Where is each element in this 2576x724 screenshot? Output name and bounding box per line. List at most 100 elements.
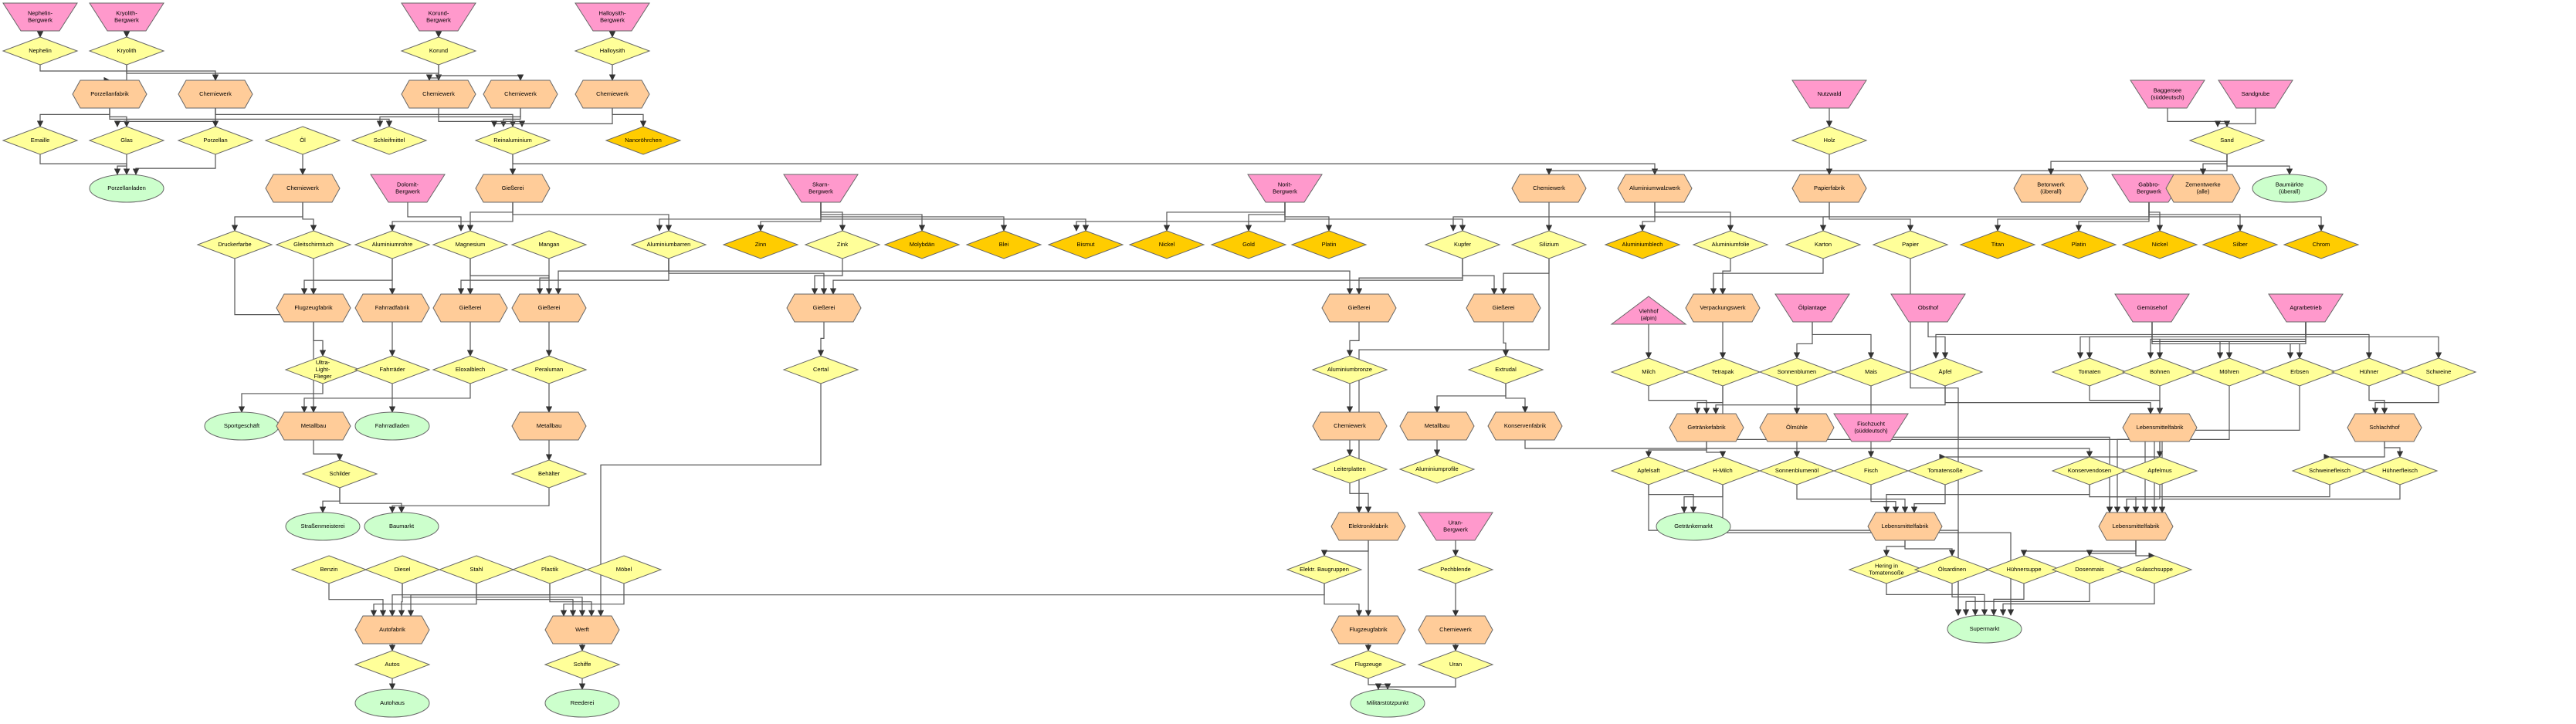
node-oelmuehle[interactable]: Ölmühle: [1759, 413, 1835, 442]
node-konservenfabrik[interactable]: Konservenfabrik: [1487, 411, 1563, 441]
node-korund[interactable]: Korund: [400, 36, 477, 66]
node-titan[interactable]: Titan: [1959, 230, 2036, 259]
node-moebel[interactable]: Möbel: [585, 555, 663, 584]
node-chrom[interactable]: Chrom: [2283, 230, 2360, 259]
node-glas[interactable]: Glas: [88, 126, 165, 155]
node-sportgeschaeft[interactable]: Sportgeschäft: [204, 411, 280, 441]
node-bismut[interactable]: Bismut: [1047, 230, 1124, 259]
node-bohnen[interactable]: Bohnen: [2121, 357, 2198, 387]
node-skarn-bw[interactable]: Skarn-Bergwerk: [783, 174, 859, 203]
node-kryolith[interactable]: Kryolith: [88, 36, 165, 66]
node-nephelin[interactable]: Nephelin: [2, 36, 79, 66]
node-behaelter[interactable]: Behälter: [510, 459, 588, 489]
node-karton[interactable]: Karton: [1785, 230, 1862, 259]
node-aluminiumbronze[interactable]: Aluminiumbronze: [1311, 355, 1388, 384]
node-papier[interactable]: Papier: [1872, 230, 1949, 259]
node-fahrradladen[interactable]: Fahrradladen: [354, 411, 430, 441]
node-elektr-baugruppen[interactable]: Elektr. Baugruppen: [1286, 555, 1363, 584]
node-emaille[interactable]: Emaille: [2, 126, 79, 155]
node-chemie8[interactable]: Chemiewerk: [1418, 615, 1493, 644]
node-nickel2[interactable]: Nickel: [2121, 230, 2198, 259]
node-giesserei6[interactable]: Gießerei: [1466, 293, 1541, 323]
node-huehner[interactable]: Hühner: [2330, 357, 2408, 387]
node-zinn[interactable]: Zinn: [722, 230, 799, 259]
node-obsthof[interactable]: Obsthof: [1890, 293, 1966, 323]
node-kryolith-bw[interactable]: Kryolith-Bergwerk: [89, 2, 164, 32]
node-chemie3[interactable]: Chemiewerk: [401, 80, 476, 109]
node-giesserei5[interactable]: Gießerei: [1321, 293, 1397, 323]
node-norit-bw[interactable]: Norit-Bergwerk: [1247, 174, 1323, 203]
node-sandgrube[interactable]: Sandgrube: [2218, 80, 2293, 109]
node-nephelin-bw[interactable]: Nephelin-Bergwerk: [2, 2, 78, 32]
node-tetrapak[interactable]: Tetrapak: [1684, 357, 1761, 387]
node-autohaus[interactable]: Autohaus: [354, 688, 430, 718]
node-halloysit-bw[interactable]: Halloysith-Bergwerk: [575, 2, 650, 32]
node-baumarkt[interactable]: Baumarkt: [364, 512, 439, 541]
node-zink[interactable]: Zink: [804, 230, 881, 259]
node-giesserei4[interactable]: Gießerei: [786, 293, 862, 323]
node-eloxalblech[interactable]: Eloxalblech: [432, 355, 509, 384]
node-chemie7[interactable]: Chemiewerk: [1312, 411, 1388, 441]
node-autofabrik[interactable]: Autofabrik: [354, 615, 430, 644]
node-molybdaen[interactable]: Molybdän: [883, 230, 961, 259]
node-alu-walzwerk[interactable]: Aluminiumwalzwerk: [1617, 174, 1693, 203]
node-oel[interactable]: Öl: [264, 126, 341, 155]
node-kupfer[interactable]: Kupfer: [1424, 230, 1501, 259]
node-lebensmittel3[interactable]: Lebensmittelfabrik: [2098, 512, 2174, 541]
node-aluminiumprofile[interactable]: Aluminiumprofile: [1398, 455, 1476, 484]
node-leiterplatten[interactable]: Leiterplatten: [1311, 455, 1388, 484]
node-militaer[interactable]: Militärstützpunkt: [1350, 688, 1425, 718]
node-sonnenblumen[interactable]: Sonnenblumen: [1758, 357, 1835, 387]
node-nutzwald[interactable]: Nutzwald: [1791, 80, 1867, 109]
node-porzellanfabrik[interactable]: Porzellanfabrik: [72, 80, 147, 109]
node-benzin[interactable]: Benzin: [290, 555, 368, 584]
node-schweine[interactable]: Schweine: [2400, 357, 2477, 387]
node-peraluman[interactable]: Peraluman: [510, 355, 588, 384]
node-agrarbetrieb[interactable]: Agrarbetrieb: [2268, 293, 2344, 323]
node-mais[interactable]: Mais: [1832, 357, 1910, 387]
node-gemuesehof[interactable]: Gemüsehof: [2114, 293, 2190, 323]
node-papierfabrik[interactable]: Papierfabrik: [1791, 174, 1867, 203]
node-nickel1[interactable]: Nickel: [1128, 230, 1205, 259]
node-schleifmittel[interactable]: Schleifmittel: [351, 126, 428, 155]
node-viehhof[interactable]: Viehhof(alpin): [1610, 296, 1687, 325]
node-metallbau2[interactable]: Metallbau: [511, 411, 587, 441]
node-diesel[interactable]: Diesel: [364, 555, 441, 584]
node-schweinefleisch[interactable]: Schweinefleisch: [2291, 456, 2368, 485]
node-gabbro-bw[interactable]: Gabbro-Bergwerk: [2111, 174, 2187, 203]
node-lebensmittel1[interactable]: Lebensmittelfabrik: [1867, 512, 1943, 541]
node-chemie5[interactable]: Chemiewerk: [265, 174, 341, 203]
node-oelanlage[interactable]: Ölplantage: [1774, 293, 1850, 323]
node-elektronikfabrik[interactable]: Elektronikfabrik: [1330, 512, 1406, 541]
node-apfelmus[interactable]: Apfelmus: [2121, 456, 2198, 485]
node-konservendosen[interactable]: Konservendosen: [2051, 456, 2128, 485]
node-giesserei1[interactable]: Gießerei: [475, 174, 551, 203]
node-getraenkefabrik[interactable]: Getränkefabrik: [1669, 413, 1744, 442]
node-zementwerke[interactable]: Zementwerke(alle): [2165, 174, 2241, 203]
node-aluminiumrohre[interactable]: Aluminiumrohre: [354, 230, 431, 259]
node-reederei[interactable]: Reederei: [544, 688, 620, 718]
node-nanoroehrchen[interactable]: Nanoröhrchen: [605, 126, 682, 155]
node-blei[interactable]: Blei: [965, 230, 1042, 259]
node-gulaschsuppe[interactable]: Gulaschsuppe: [2116, 555, 2193, 584]
node-ultralight[interactable]: Ultra-Light-Flieger: [284, 355, 361, 384]
node-silber[interactable]: Silber: [2201, 230, 2279, 259]
node-fahrradfabrik[interactable]: Fahrradfabrik: [354, 293, 430, 323]
node-chemie4[interactable]: Chemiewerk: [575, 80, 650, 109]
node-huehnersuppe[interactable]: Hühnersuppe: [1985, 555, 2062, 584]
node-fahrraeder[interactable]: Fahrräder: [354, 355, 431, 384]
node-lebensmittel2[interactable]: Lebensmittelfabrik: [2122, 413, 2198, 442]
node-uran[interactable]: Uran: [1417, 650, 1494, 679]
node-sonnenblumenoel[interactable]: Sonnenblumenöl: [1758, 456, 1835, 485]
node-holz[interactable]: Holz: [1791, 126, 1868, 155]
node-stahl[interactable]: Stahl: [438, 555, 515, 584]
node-apfelsaft[interactable]: Apfelsaft: [1610, 456, 1687, 485]
node-oelsardinen[interactable]: Ölsardinen: [1913, 555, 1991, 584]
node-reinaluminium[interactable]: Reinaluminium: [474, 126, 551, 155]
node-metallbau1[interactable]: Metallbau: [276, 411, 351, 441]
node-korund-bw[interactable]: Korund-Bergwerk: [401, 2, 476, 32]
node-porzellan[interactable]: Porzellan: [177, 126, 254, 155]
node-milch[interactable]: Milch: [1610, 357, 1687, 387]
node-werft[interactable]: Werft: [544, 615, 620, 644]
